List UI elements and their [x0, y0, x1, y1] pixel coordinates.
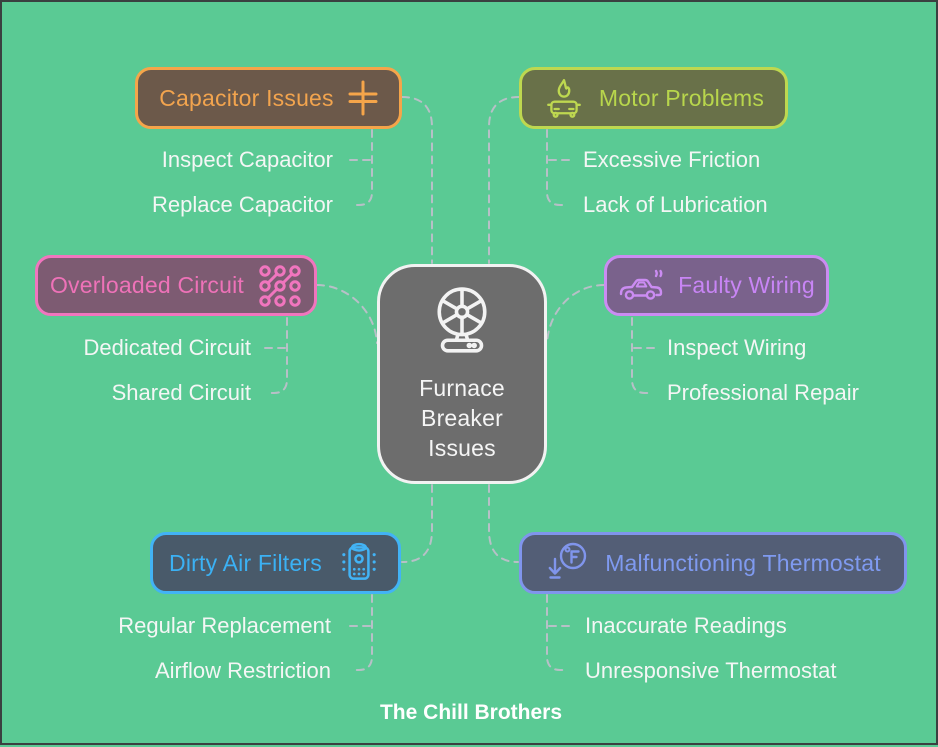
center-node-furnace-breaker-issues[interactable]: Furnace Breaker Issues: [377, 264, 547, 484]
connector-center-overloaded: [316, 284, 378, 344]
capacitor-icon: [348, 80, 378, 116]
connector-center-thermostat: [488, 484, 519, 563]
child-inspect-capacitor[interactable]: Inspect Capacitor: [161, 147, 333, 172]
branch-malfunctioning-thermostat[interactable]: Malfunctioning Thermostat: [519, 532, 907, 594]
car-smoke-icon: [619, 269, 663, 300]
child-professional-repair[interactable]: Professional Repair: [667, 380, 859, 405]
child-regular-replacement[interactable]: Regular Replacement: [118, 613, 331, 638]
footer-brand-text: The Chill Brothers: [379, 701, 563, 724]
connector-motor-children: [546, 129, 569, 206]
child-dedicated-circuit[interactable]: Dedicated Circuit: [83, 335, 251, 360]
connector-dirty-children: [350, 594, 373, 671]
branch-label: Motor Problems: [598, 84, 765, 111]
child-airflow-restriction[interactable]: Airflow Restriction: [154, 658, 331, 683]
child-replace-capacitor[interactable]: Replace Capacitor: [152, 192, 333, 217]
branch-label: Overloaded Circuit: [49, 272, 245, 298]
circuit-dots-icon: [259, 264, 301, 307]
child-excessive-friction[interactable]: Excessive Friction: [583, 147, 761, 172]
child-inspect-wiring[interactable]: Inspect Wiring: [667, 335, 807, 360]
branch-label: Malfunctioning Thermostat: [605, 549, 881, 576]
center-node-label: Furnace Breaker Issues: [419, 375, 505, 461]
branch-label: Capacitor Issues: [159, 84, 334, 111]
connector-capacitor-children: [350, 129, 373, 206]
branch-overloaded-circuit[interactable]: Overloaded Circuit: [35, 255, 317, 316]
branch-label: Faulty Wiring: [678, 272, 815, 298]
branch-capacitor-issues[interactable]: Capacitor Issues: [135, 67, 402, 129]
temperature-down-icon: [548, 542, 587, 579]
branch-faulty-wiring[interactable]: Faulty Wiring: [604, 255, 829, 316]
fan-icon: [437, 287, 487, 353]
connector-overloaded-children: [265, 317, 288, 394]
car-fire-icon: [547, 78, 581, 118]
child-unresponsive-thermostat[interactable]: Unresponsive Thermostat: [585, 658, 837, 683]
connector-thermostat-children: [546, 594, 569, 671]
connector-center-dirty: [401, 484, 433, 563]
branch-dirty-air-filters[interactable]: Dirty Air Filters: [150, 532, 401, 594]
connector-faulty-children: [631, 317, 654, 394]
child-lack-of-lubrication[interactable]: Lack of Lubrication: [583, 192, 768, 217]
branch-motor-problems[interactable]: Motor Problems: [519, 67, 788, 129]
child-shared-circuit[interactable]: Shared Circuit: [111, 380, 251, 405]
branch-label: Dirty Air Filters: [169, 549, 322, 576]
child-inaccurate-readings[interactable]: Inaccurate Readings: [585, 613, 787, 638]
connector-center-motor: [488, 96, 520, 264]
air-purifier-icon: [342, 542, 376, 580]
connector-center-capacitor: [401, 96, 433, 264]
connector-center-faulty: [546, 284, 605, 344]
